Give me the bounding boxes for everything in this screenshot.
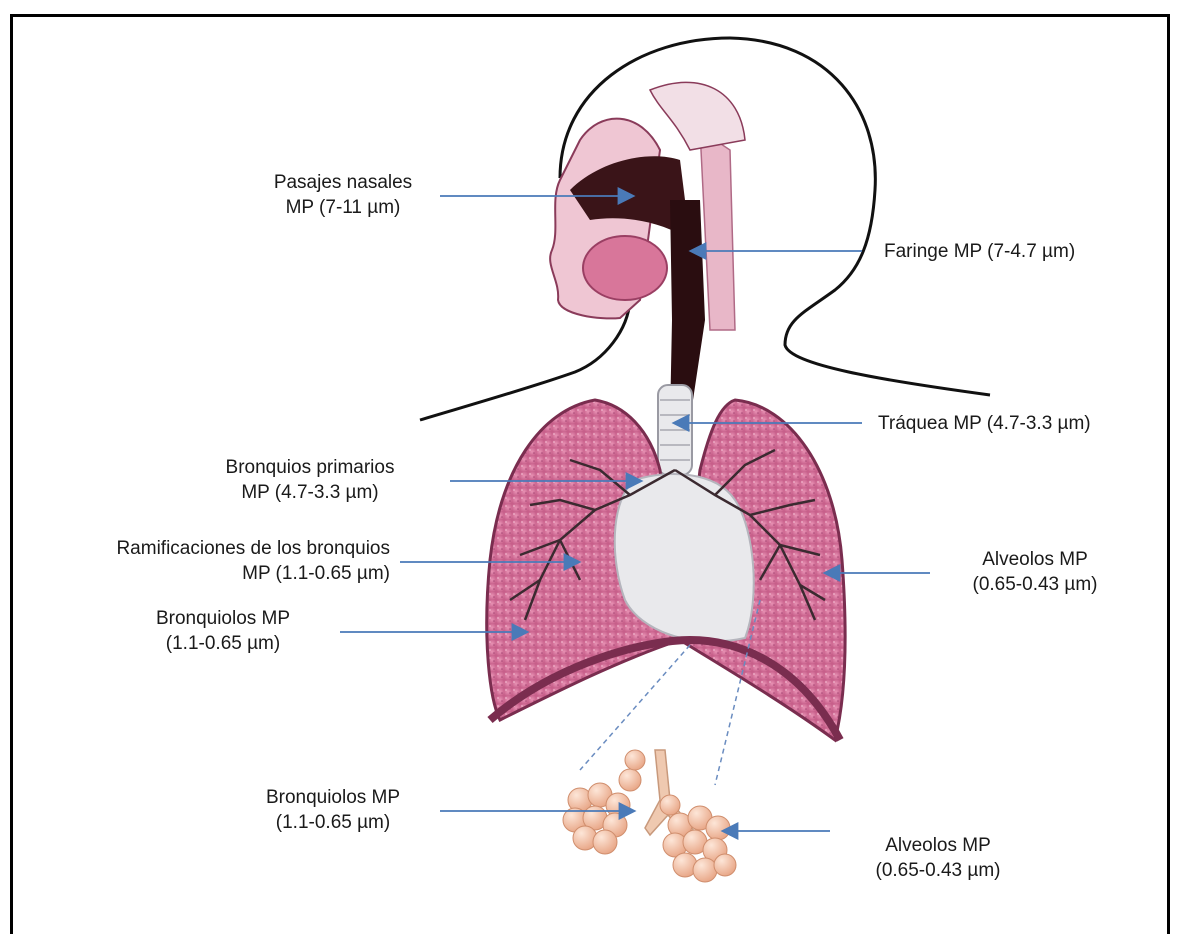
tongue: [583, 236, 667, 300]
alveoli-cluster-right: [660, 795, 736, 882]
label-nasal-line2: MP (7-11 µm): [248, 195, 438, 220]
alveoli-cluster-left: [563, 750, 645, 854]
label-primary-bronchi-line2: MP (4.7-3.3 µm): [190, 480, 430, 505]
label-primary-bronchi-line1: Bronquios primarios: [190, 455, 430, 480]
label-bronchioles-line2: (1.1-0.65 µm): [118, 631, 328, 656]
label-trachea-line1: Tráquea MP (4.7-3.3 µm): [878, 411, 1091, 436]
label-bronchioles-line1: Bronquiolos MP: [118, 606, 328, 631]
label-bronchioles-detail-line1: Bronquiolos MP: [228, 785, 438, 810]
label-alveoli-line2: (0.65-0.43 µm): [935, 572, 1135, 597]
label-bronchi-branches-line1: Ramificaciones de los bronquios: [10, 536, 390, 561]
label-bronchioles: Bronquiolos MP (1.1-0.65 µm): [118, 606, 328, 656]
label-alveoli-detail-line2: (0.65-0.43 µm): [838, 858, 1038, 883]
label-bronchi-branches-line2: MP (1.1-0.65 µm): [10, 561, 390, 586]
label-bronchioles-detail: Bronquiolos MP (1.1-0.65 µm): [228, 785, 438, 835]
label-alveoli-detail-line1: Alveolos MP: [838, 833, 1038, 858]
label-alveoli-line1: Alveolos MP: [935, 547, 1135, 572]
label-nasal: Pasajes nasales MP (7-11 µm): [248, 170, 438, 220]
label-primary-bronchi: Bronquios primarios MP (4.7-3.3 µm): [190, 455, 430, 505]
label-pharynx: Faringe MP (7-4.7 µm): [884, 239, 1075, 264]
label-nasal-line1: Pasajes nasales: [248, 170, 438, 195]
label-bronchi-branches: Ramificaciones de los bronquios MP (1.1-…: [10, 536, 390, 586]
label-pharynx-line1: Faringe MP (7-4.7 µm): [884, 239, 1075, 264]
skull-section: [650, 82, 745, 150]
neck-tissue: [700, 130, 735, 330]
label-alveoli: Alveolos MP (0.65-0.43 µm): [935, 547, 1135, 597]
label-alveoli-detail: Alveolos MP (0.65-0.43 µm): [838, 833, 1038, 883]
label-trachea: Tráquea MP (4.7-3.3 µm): [878, 411, 1091, 436]
label-bronchioles-detail-line2: (1.1-0.65 µm): [228, 810, 438, 835]
